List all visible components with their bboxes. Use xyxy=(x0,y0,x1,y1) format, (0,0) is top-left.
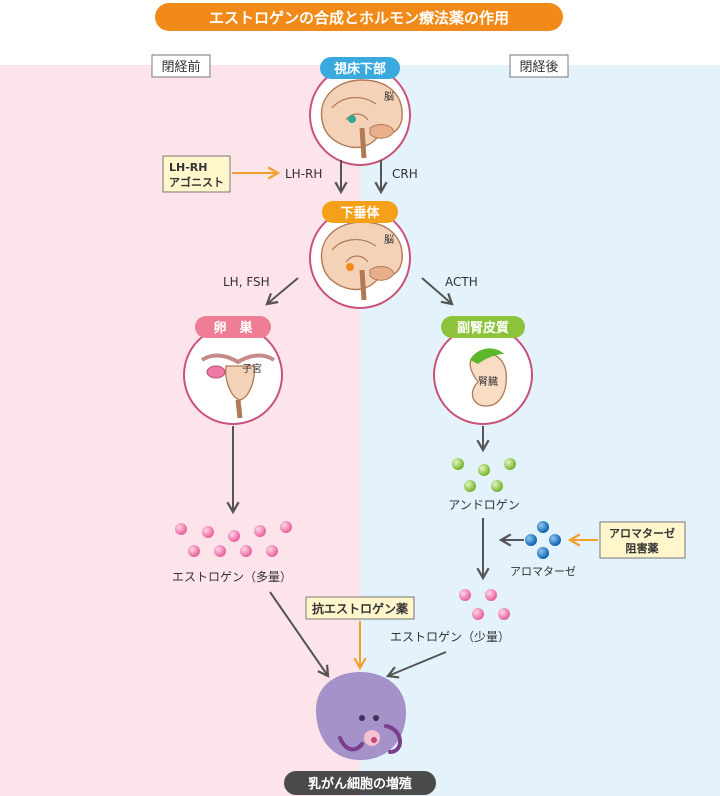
acth-arrow xyxy=(421,277,454,306)
diagram-title: エストロゲンの合成とホルモン療法薬の作用 xyxy=(209,9,509,27)
brain-illustration-1: 脳 xyxy=(320,79,403,159)
svg-text:閉経前: 閉経前 xyxy=(161,59,200,75)
svg-text:脳: 脳 xyxy=(384,91,394,103)
lh-fsh-arrow xyxy=(265,277,299,306)
aromatase-label: アロマターゼ xyxy=(510,565,576,578)
svg-text:アゴニスト: アゴニスト xyxy=(169,175,224,189)
brain-illustration-2: 脳 xyxy=(320,221,403,301)
estrogen-high-to-cell-arrow xyxy=(269,591,330,678)
title-badge: エストロゲンの合成とホルモン療法薬の作用 xyxy=(155,3,563,31)
lh-fsh-label: LH, FSH xyxy=(223,275,270,289)
estrogen-low-to-cell-arrow xyxy=(385,651,447,679)
estrogen-high-label: エストロゲン（多量） xyxy=(172,570,292,584)
pituitary-label: 下垂体 xyxy=(340,205,380,221)
aromatase-inhibitor-box: アロマターゼ 阻害薬 xyxy=(599,521,686,559)
pituitary-node: 脳 下垂体 xyxy=(309,201,411,309)
kidney-illustration: 腎臓 xyxy=(469,348,507,407)
svg-text:子宮: 子宮 xyxy=(242,362,262,375)
svg-text:阻害薬: 阻害薬 xyxy=(626,541,660,555)
anti-estrogen-box: 抗エストロゲン薬 xyxy=(305,596,415,620)
androgen-dots xyxy=(452,458,516,492)
svg-text:脳: 脳 xyxy=(384,234,394,246)
aromatase-dots xyxy=(525,521,561,559)
svg-text:LH-RH: LH-RH xyxy=(169,161,207,174)
adrenal-node: 腎臓 副腎皮質 xyxy=(433,316,533,425)
postmenopause-label: 閉経後 xyxy=(509,54,569,78)
hypothalamus-label: 視床下部 xyxy=(333,61,386,77)
adrenal-label: 副腎皮質 xyxy=(457,320,509,336)
hypothalamus-node: 脳 視床下部 xyxy=(309,57,411,166)
androgen-label: アンドロゲン xyxy=(448,498,520,512)
ovary-node: 子宮 卵 巣 xyxy=(183,316,283,425)
cancer-cell xyxy=(316,672,406,760)
premenopause-label: 閉経前 xyxy=(151,54,211,78)
estrogen-high-dots xyxy=(175,521,292,557)
svg-text:閉経後: 閉経後 xyxy=(519,60,558,75)
svg-text:アロマターゼ: アロマターゼ xyxy=(609,526,675,540)
lhrh-label: LH-RH xyxy=(285,167,322,181)
postmenopause-panel xyxy=(360,65,720,796)
estrogen-low-dots xyxy=(459,589,510,620)
lhrh-agonist-box: LH-RH アゴニスト xyxy=(162,155,231,193)
uterus-illustration: 子宮 xyxy=(200,353,276,419)
crh-label: CRH xyxy=(392,167,418,181)
acth-label: ACTH xyxy=(445,275,478,289)
result-label: 乳がん細胞の増殖 xyxy=(308,776,412,792)
ovary-label: 卵 巣 xyxy=(213,320,253,336)
svg-text:抗エストロゲン薬: 抗エストロゲン薬 xyxy=(312,601,408,616)
result-badge: 乳がん細胞の増殖 xyxy=(284,771,436,795)
estrogen-low-label: エストロゲン（少量） xyxy=(390,630,510,644)
svg-text:腎臓: 腎臓 xyxy=(478,376,498,388)
